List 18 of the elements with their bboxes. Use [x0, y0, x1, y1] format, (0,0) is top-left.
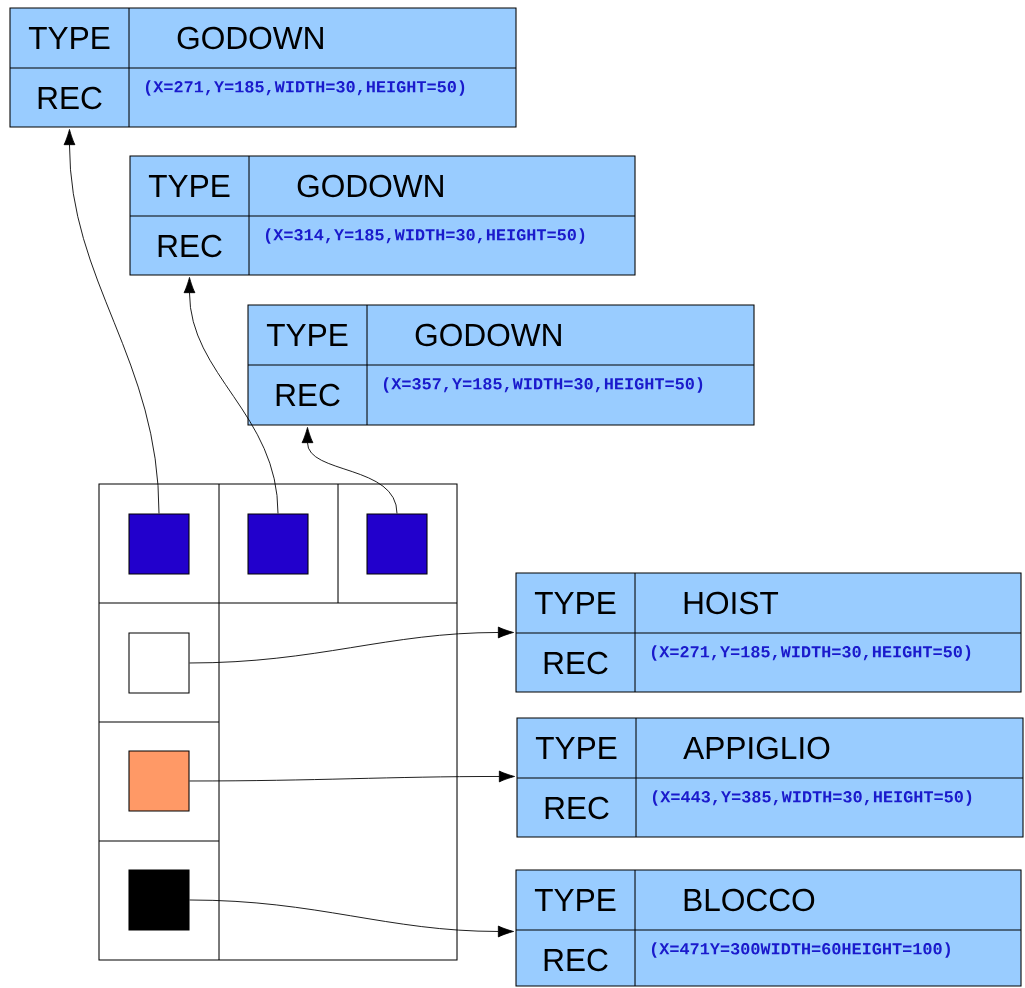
arrow	[189, 626, 514, 664]
record-table: TYPE APPIGLIO REC (X=443,Y=385,WIDTH=30,HEIGHT=50)	[516, 717, 1024, 838]
record-table: TYPE GODOWN REC (X=314,Y=185,WIDTH=30,HEIGHT=50)	[129, 155, 636, 276]
square	[128, 750, 190, 812]
square	[128, 869, 190, 931]
arrow	[63, 129, 160, 514]
arrow	[183, 277, 279, 514]
square	[128, 632, 190, 694]
record-table: TYPE GODOWN REC (X=271,Y=185,WIDTH=30,HEIGHT=50)	[9, 7, 517, 128]
record-table: TYPE HOIST REC (X=271,Y=185,WIDTH=30,HEIGHT=50)	[515, 572, 1022, 693]
square	[128, 513, 190, 575]
arrow	[189, 770, 515, 783]
arrow	[189, 899, 514, 938]
square	[247, 513, 309, 575]
square	[366, 513, 428, 575]
record-table: TYPE GODOWN REC (X=357,Y=185,WIDTH=30,HEIGHT=50)	[247, 304, 755, 426]
record-table: TYPE BLOCCO REC (X=471Y=300WIDTH=60HEIGHT=100)	[515, 869, 1022, 987]
arrow	[301, 427, 398, 514]
